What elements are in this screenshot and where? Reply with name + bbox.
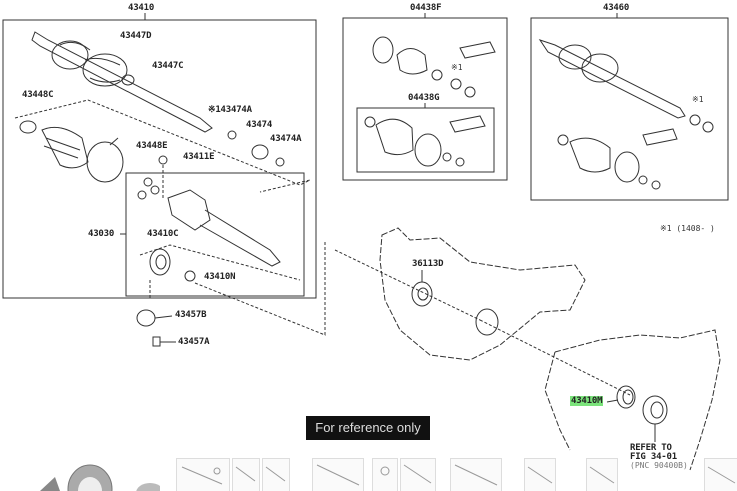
- part-label[interactable]: 04438G: [408, 93, 440, 103]
- thumbnail[interactable]: [262, 458, 290, 491]
- part-label[interactable]: 36113D: [412, 259, 444, 269]
- part-label[interactable]: 43411E: [183, 152, 215, 162]
- part-label[interactable]: 43457A: [178, 337, 210, 347]
- thumbnail[interactable]: [586, 458, 618, 491]
- footnote: ※1 (1408- ): [660, 224, 715, 233]
- part-label[interactable]: 43460: [603, 3, 630, 13]
- part-label[interactable]: 43410N: [204, 272, 236, 282]
- group-box-43460: [530, 13, 729, 201]
- group-box-04438F: [342, 13, 508, 181]
- part-label[interactable]: ※143474A: [208, 105, 252, 115]
- thumbnail[interactable]: [400, 458, 436, 491]
- part-label[interactable]: 43457B: [175, 310, 207, 320]
- group-box-43410: [2, 13, 317, 299]
- refer-text: FIG 34-01: [630, 452, 677, 462]
- part-label[interactable]: 43410C: [147, 229, 179, 239]
- reference-only-overlay: For reference only: [306, 416, 430, 440]
- part-label[interactable]: 04438F: [410, 3, 442, 13]
- thumbnail[interactable]: [232, 458, 260, 491]
- part-label[interactable]: 43447D: [120, 31, 152, 41]
- footnote-mark: ※1: [692, 95, 704, 104]
- boot-drawing: [19, 120, 285, 183]
- transaxle-housing-drawing: [379, 227, 721, 471]
- thumbnail[interactable]: [176, 458, 230, 491]
- part-label[interactable]: 43447C: [152, 61, 184, 71]
- guide-lines: [14, 99, 631, 396]
- thumbnail[interactable]: [524, 458, 556, 491]
- thumbnail[interactable]: [450, 458, 502, 491]
- part-photo-preview[interactable]: [20, 455, 160, 491]
- axle-shaft-drawing: [31, 31, 213, 133]
- part-label[interactable]: 43448E: [136, 141, 168, 151]
- thumbnail-strip: [176, 458, 737, 491]
- seal-drawing: [411, 270, 668, 442]
- footnote-mark: ※1: [451, 63, 463, 72]
- thumbnail[interactable]: [372, 458, 398, 491]
- thumbnail[interactable]: [312, 458, 364, 491]
- refer-text: (PNC 90400B): [630, 461, 688, 470]
- part-label[interactable]: 43448C: [22, 90, 54, 100]
- part-label-highlighted[interactable]: 43410M: [570, 396, 604, 406]
- snap-ring-drawing: [136, 309, 176, 347]
- inner-joint-drawing: [137, 177, 281, 282]
- part-label[interactable]: 43030: [88, 229, 115, 239]
- refer-text: REFER TO: [630, 443, 672, 453]
- part-label[interactable]: 43474A: [270, 134, 302, 144]
- part-label[interactable]: 43410: [128, 3, 155, 13]
- thumbnail[interactable]: [704, 458, 737, 491]
- part-label[interactable]: 43474: [246, 120, 273, 130]
